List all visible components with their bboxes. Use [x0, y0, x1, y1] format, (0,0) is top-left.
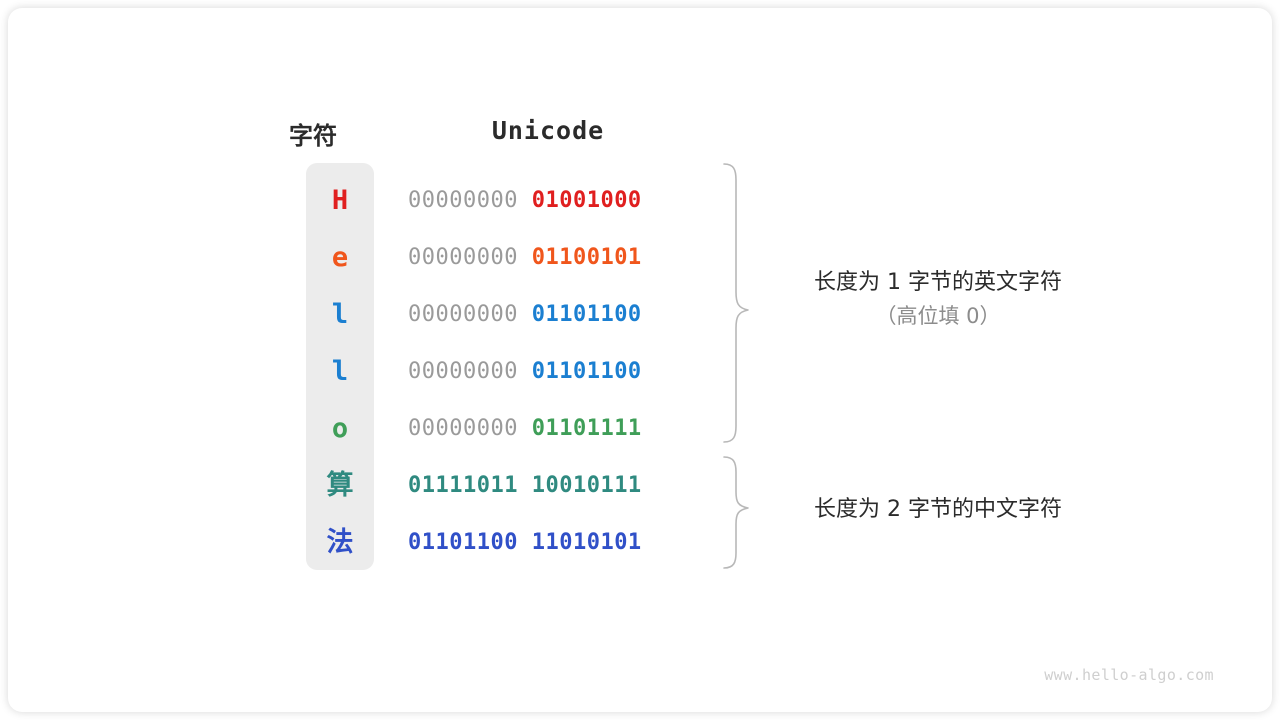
- annotation-one-byte: 长度为 1 字节的英文字符 （高位填 0）: [768, 266, 1108, 333]
- unicode-bits-cell: 01111011 10010111: [408, 457, 694, 514]
- character-cell: 法: [326, 527, 354, 558]
- bits-high-byte: 00000000: [408, 188, 518, 213]
- brace-two-byte: [723, 456, 749, 569]
- bits-low-byte: 01100101: [531, 245, 642, 270]
- bits-high-byte: 00000000: [408, 359, 518, 384]
- column-header-character: 字符: [289, 122, 337, 150]
- unicode-bits-cell: 00000000 01101100: [408, 286, 694, 343]
- character-cell: l: [331, 356, 349, 387]
- watermark: www.hello-algo.com: [1044, 666, 1214, 684]
- annotation-two-byte-line1: 长度为 2 字节的中文字符: [814, 497, 1062, 522]
- unicode-bits-cell: 00000000 01101111: [408, 400, 694, 457]
- character-cell: H: [331, 185, 349, 216]
- annotation-two-byte: 长度为 2 字节的中文字符: [768, 493, 1108, 527]
- bits-separator: [518, 359, 532, 384]
- character-cell: l: [331, 299, 349, 330]
- figure-card: 字符 Unicode H 00000000 01001000 e 00000000 0…: [8, 8, 1272, 712]
- column-header-unicode: Unicode: [491, 116, 605, 145]
- unicode-bits-cell: 00000000 01001000: [408, 172, 694, 229]
- bits-separator: [518, 473, 532, 498]
- bits-high-byte: 00000000: [408, 416, 518, 441]
- bits-separator: [518, 302, 532, 327]
- bits-low-byte: 01101111: [531, 416, 642, 441]
- bits-separator: [518, 530, 532, 555]
- character-column-panel: [306, 163, 374, 570]
- bits-separator: [518, 416, 532, 441]
- annotation-one-byte-line1: 长度为 1 字节的英文字符: [814, 270, 1062, 295]
- bits-high-byte: 01101100: [408, 530, 518, 555]
- bits-low-byte: 01101100: [531, 302, 642, 327]
- character-cell: e: [331, 242, 349, 273]
- bits-low-byte: 11010101: [531, 530, 642, 555]
- unicode-bits-cell: 00000000 01101100: [408, 343, 694, 400]
- bits-low-byte: 01001000: [531, 188, 642, 213]
- brace-one-byte: [723, 163, 749, 443]
- diagram-stage: 字符 Unicode H 00000000 01001000 e 00000000 0…: [8, 8, 1272, 712]
- annotation-one-byte-line2: （高位填 0）: [875, 304, 1001, 329]
- character-cell: 算: [326, 470, 354, 501]
- bits-low-byte: 10010111: [531, 473, 642, 498]
- bits-high-byte: 00000000: [408, 245, 518, 270]
- bits-high-byte: 01111011: [408, 473, 518, 498]
- bits-high-byte: 00000000: [408, 302, 518, 327]
- bits-separator: [518, 245, 532, 270]
- unicode-bits-cell: 00000000 01100101: [408, 229, 694, 286]
- unicode-bits-cell: 01101100 11010101: [408, 514, 694, 571]
- character-cell: o: [331, 413, 349, 444]
- bits-separator: [518, 188, 532, 213]
- bits-low-byte: 01101100: [531, 359, 642, 384]
